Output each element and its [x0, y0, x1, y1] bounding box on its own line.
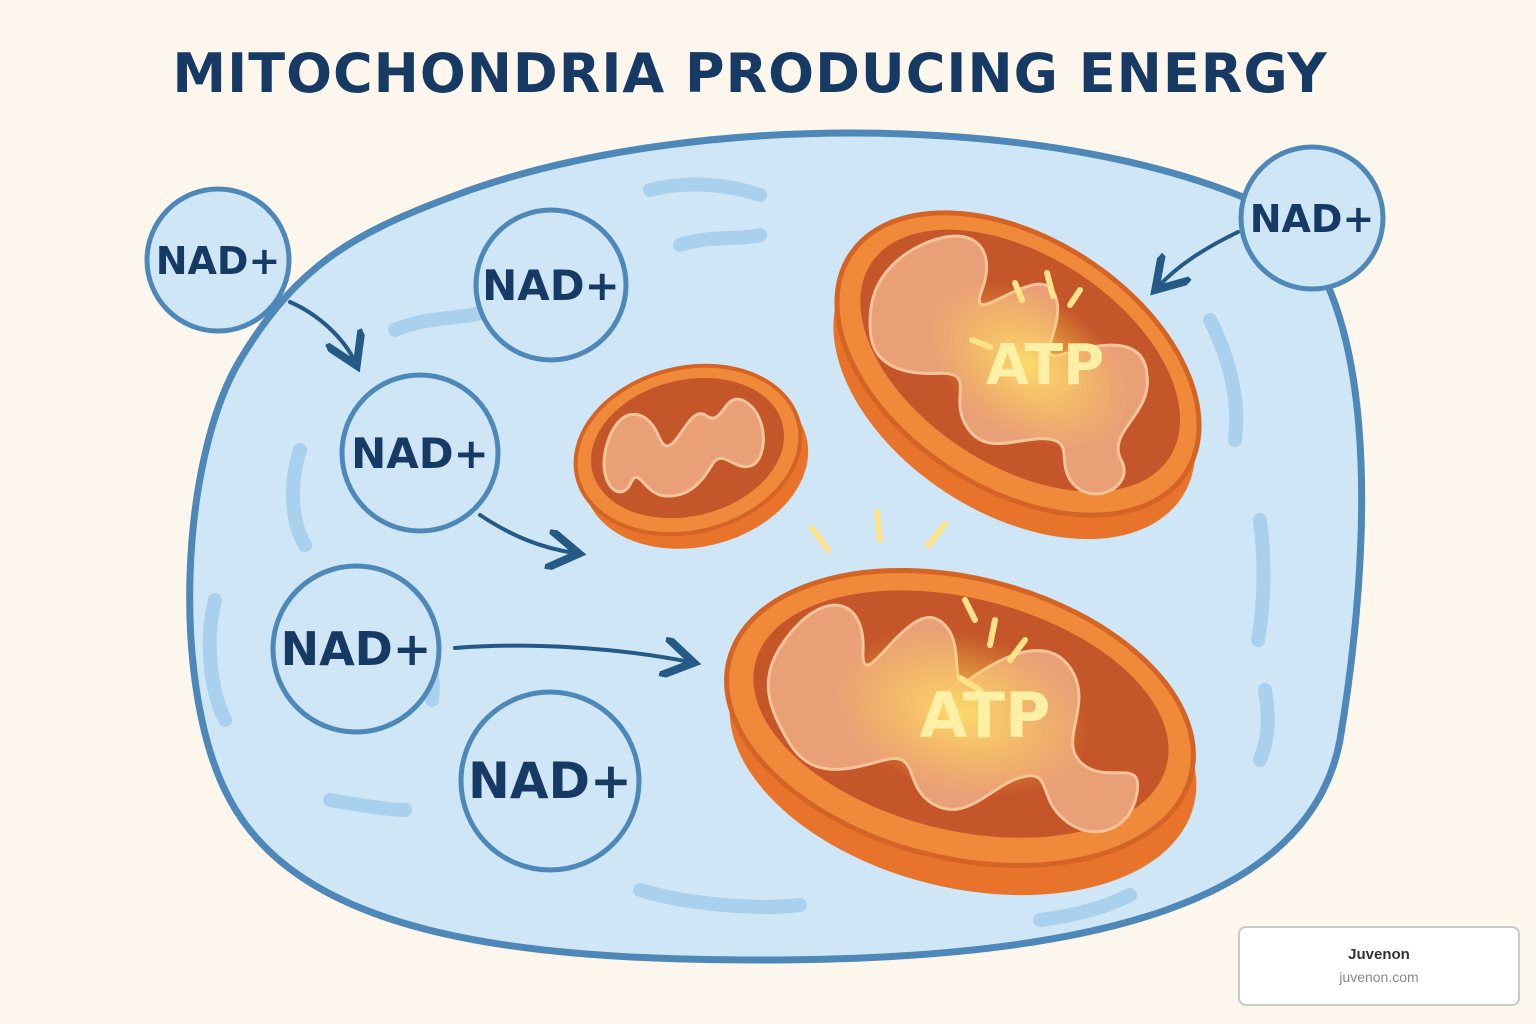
arrow — [288, 300, 355, 362]
arrow — [478, 513, 575, 553]
badge-brand-name: Juvenon — [1348, 946, 1410, 963]
source-badge[interactable]: Juvenon juvenon.com — [1238, 926, 1520, 1006]
nad-molecule: NAD+ — [458, 689, 642, 873]
mitochondrion-small — [573, 363, 809, 549]
nad-label: NAD+ — [1250, 197, 1375, 241]
cristae — [602, 397, 765, 498]
arrow — [1158, 230, 1240, 287]
mitochondrion-large — [724, 567, 1197, 896]
nad-label: NAD+ — [482, 261, 620, 310]
energy-rays — [969, 270, 1083, 350]
arrow — [453, 646, 690, 662]
atp-label: ATP — [986, 333, 1104, 398]
nad-label: NAD+ — [281, 622, 432, 676]
flow-arrows — [288, 230, 1240, 662]
nad-molecule: NAD+ — [270, 563, 442, 735]
mitochondrion-large — [833, 210, 1202, 540]
energy-rays — [809, 509, 1028, 693]
badge-url[interactable]: juvenon.com — [1339, 969, 1419, 985]
nad-molecule: NAD+ — [339, 372, 501, 534]
nad-label: NAD+ — [156, 239, 281, 283]
atp-label: ATP — [920, 679, 1051, 752]
nad-molecule: NAD+ — [144, 186, 292, 334]
nad-molecule: NAD+ — [1238, 144, 1386, 292]
cell-membrane — [186, 129, 1366, 964]
page-title: MITOCHONDRIA PRODUCING ENERGY — [172, 42, 1327, 105]
nad-label: NAD+ — [351, 429, 489, 478]
nad-molecule: NAD+ — [473, 207, 629, 363]
nad-label: NAD+ — [468, 752, 632, 810]
